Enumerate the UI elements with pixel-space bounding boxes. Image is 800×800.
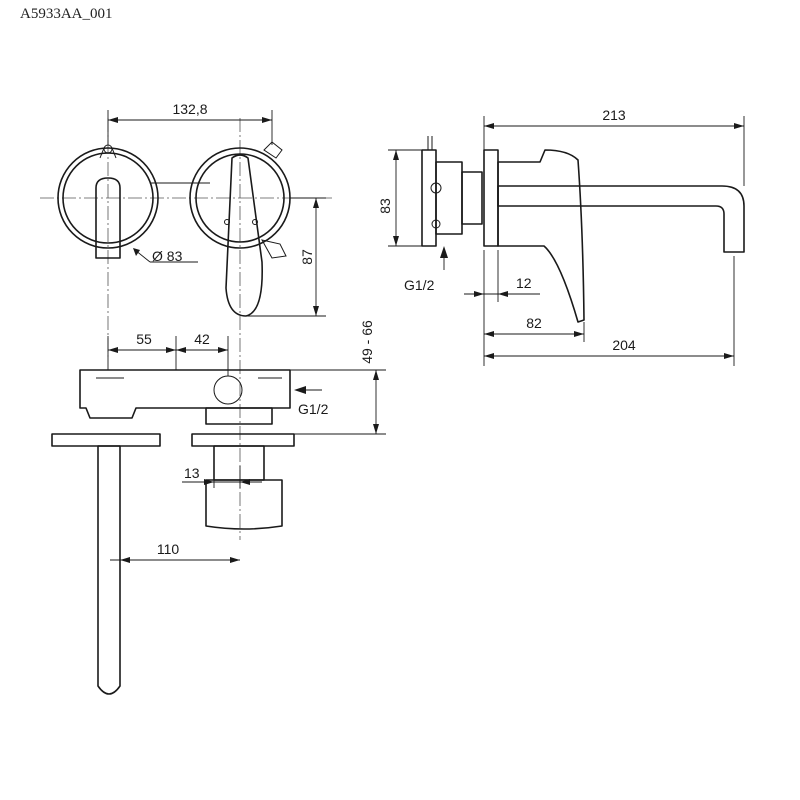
top-spout <box>97 445 121 695</box>
dim-top-mid: 42 <box>194 331 210 347</box>
dim-top-thread: G1/2 <box>298 401 329 417</box>
top-valve-circle <box>213 375 243 405</box>
right-handle-screw <box>224 219 230 225</box>
right-handle-screw-2 <box>252 219 258 225</box>
side-handle <box>497 149 585 323</box>
dim-diameter: Ø 83 <box>152 248 183 264</box>
right-rosette-inner <box>195 153 285 243</box>
top-right-rosette <box>191 433 295 447</box>
drawing-title: A5933AA_001 <box>20 6 113 22</box>
left-rosette-tab <box>99 147 117 159</box>
top-handle-cap <box>205 479 283 530</box>
dim-side-small: 12 <box>516 275 532 291</box>
dim-side-height: 83 <box>377 198 393 214</box>
top-handle-stem <box>213 445 265 481</box>
right-mount-tab <box>263 141 283 159</box>
top-left-rosette <box>51 433 161 447</box>
side-rosette <box>483 149 499 247</box>
right-handle <box>225 154 263 317</box>
dim-side-handle: 82 <box>526 315 542 331</box>
front-view: 132,8 Ø 83 87 <box>40 101 332 360</box>
side-valve-port <box>430 182 442 194</box>
dim-top-depth: 49 - 66 <box>359 320 375 364</box>
top-mount-body <box>79 369 291 419</box>
dim-top-spout: 110 <box>157 541 180 557</box>
left-spout-outlet <box>95 177 121 259</box>
dim-side-total: 213 <box>602 107 626 123</box>
side-view: 213 83 G1/2 12 82 204 <box>377 107 745 366</box>
dim-top-left: 55 <box>136 331 152 347</box>
dim-side-spout: 204 <box>612 337 636 353</box>
side-cartridge <box>461 171 483 225</box>
side-valve-port-2 <box>431 219 441 229</box>
dim-handle-height: 87 <box>299 249 315 265</box>
dim-top-small: 13 <box>184 465 200 481</box>
top-view: 55 42 49 - 66 G1/2 13 110 <box>51 320 386 695</box>
dim-front-width: 132,8 <box>172 101 207 117</box>
side-spout <box>497 185 745 253</box>
right-mount-tab-2 <box>261 239 287 259</box>
top-cartridge-base <box>205 407 273 425</box>
dim-side-thread: G1/2 <box>404 277 435 293</box>
side-mount-plate <box>421 149 437 247</box>
